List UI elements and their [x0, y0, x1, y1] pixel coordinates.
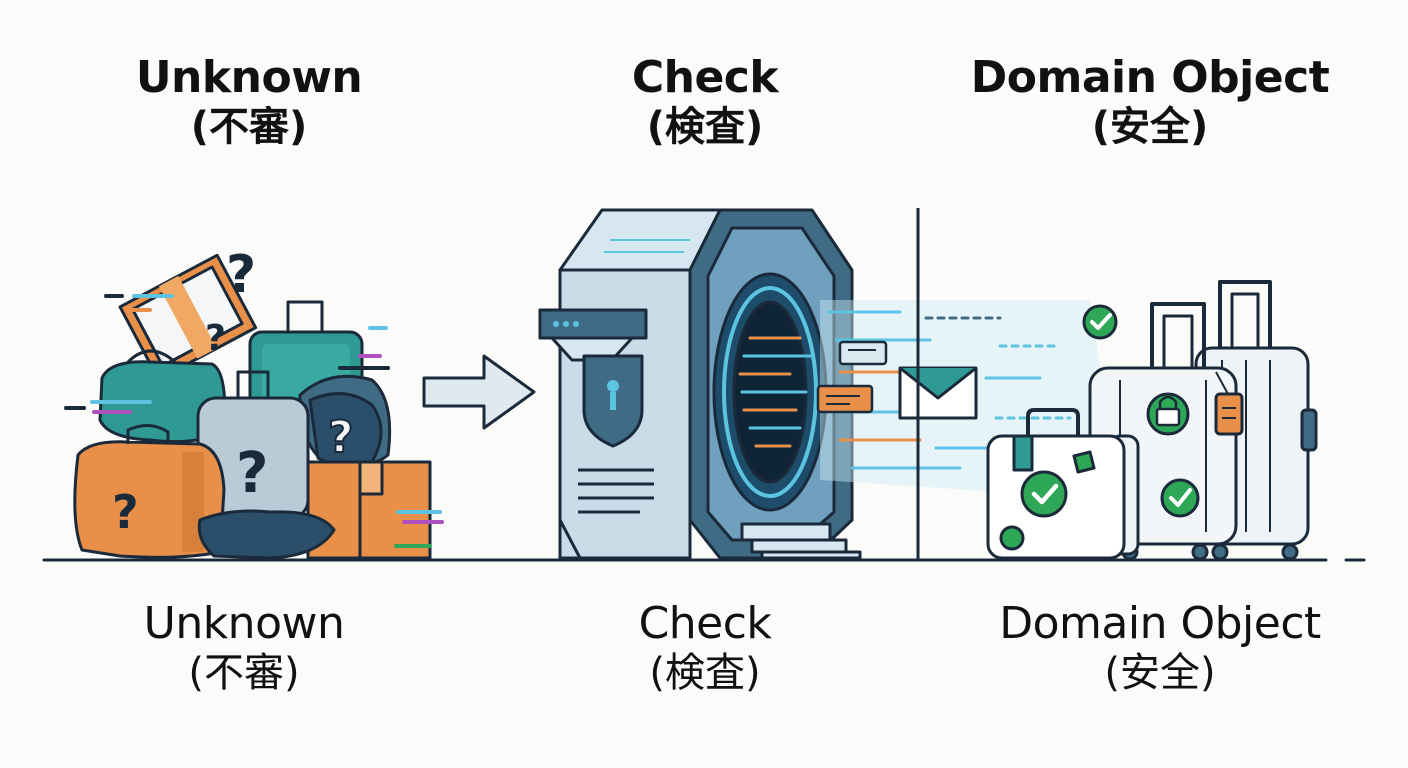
domain-object-subtitle: (安全) [1091, 103, 1209, 150]
padlock-icon [1146, 392, 1190, 436]
question-mark: ? [112, 485, 139, 539]
question-mark: ? [236, 441, 268, 506]
bottom-label-check: Check (検査) [555, 598, 855, 697]
domain-object-title: Domain Object [970, 52, 1330, 103]
check-title: Check [631, 52, 779, 103]
checkmark-badge-icon [1082, 304, 1118, 340]
question-mark: ? [226, 245, 256, 305]
right-arrow-icon [422, 354, 536, 430]
domain-object-caption-jp: (安全) [1104, 649, 1216, 696]
top-label-unknown: Unknown (不審) [94, 52, 404, 151]
domain-object-caption: Domain Object [999, 598, 1321, 649]
unknown-caption: Unknown [143, 598, 345, 649]
check-subtitle: (検査) [646, 103, 764, 150]
check-caption-jp: (検査) [649, 649, 761, 696]
security-scanner-gate-icon [538, 208, 862, 560]
glitch-lines [64, 294, 444, 548]
unknown-subtitle: (不審) [190, 103, 308, 150]
envelope-icon [898, 366, 978, 420]
top-label-domain-object: Domain Object (安全) [950, 52, 1350, 151]
unknown-caption-jp: (不審) [188, 649, 300, 696]
bottom-label-unknown: Unknown (不審) [94, 598, 394, 697]
messy-luggage-pile-icon: ? ? ? ? [73, 245, 432, 560]
top-label-check: Check (検査) [555, 52, 855, 151]
question-mark: ? [328, 412, 354, 463]
unknown-title: Unknown [135, 52, 363, 103]
check-caption: Check [638, 598, 772, 649]
bottom-label-domain-object: Domain Object (安全) [960, 598, 1360, 697]
scan-data-lines [738, 336, 814, 448]
luggage-tag-icon [1214, 371, 1244, 436]
question-mark: ? [205, 318, 226, 359]
clean-luggage-icon [986, 280, 1318, 561]
